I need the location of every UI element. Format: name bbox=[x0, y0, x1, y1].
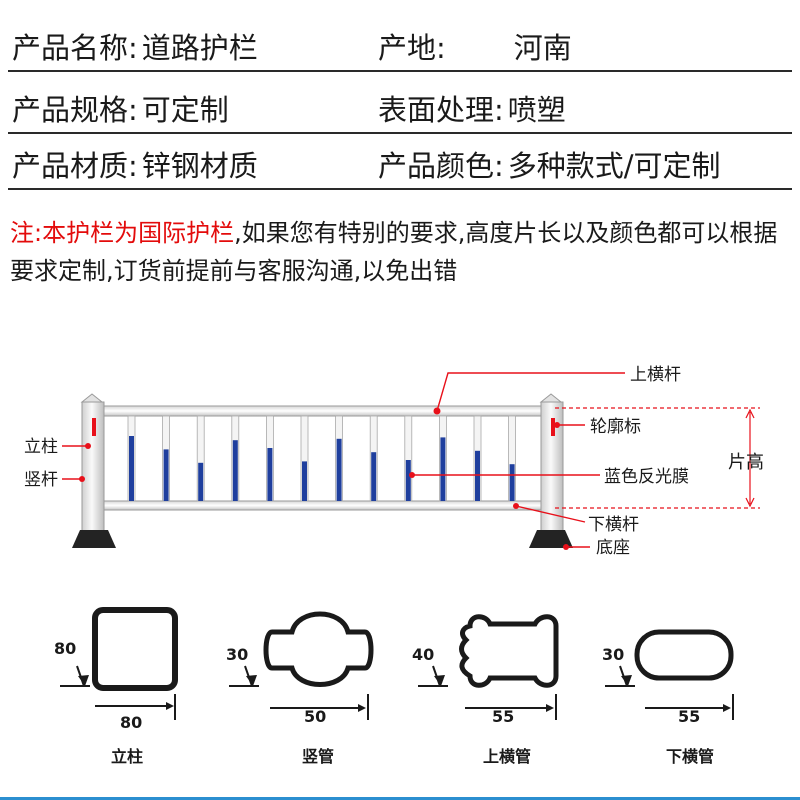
blue-reflective-film bbox=[405, 460, 411, 501]
blue-reflective-film bbox=[129, 436, 134, 501]
label-picket: 竖杆 bbox=[24, 470, 58, 490]
spec-row-3: 产品材质:锌钢材质 产品颜色:多种款式/可定制 bbox=[8, 134, 792, 190]
label-height: 片高 bbox=[728, 452, 764, 473]
notice-body: ,如果您有特别的要求,高度片长以及颜色都可以根据要求定制,订货前提前与客服沟通,… bbox=[10, 219, 778, 285]
spec-label: 产品名称: bbox=[12, 31, 138, 65]
spec-color: 产品颜色:多种款式/可定制 bbox=[378, 148, 721, 184]
label-bottom-rail: 下横杆 bbox=[588, 515, 639, 535]
blue-reflective-film bbox=[336, 438, 342, 501]
spec-finish: 表面处理:喷塑 bbox=[378, 92, 566, 128]
profile-height-top-rail: 40 bbox=[412, 645, 434, 664]
spec-value: 道路护栏 bbox=[141, 31, 258, 65]
blue-reflective-film bbox=[475, 450, 480, 501]
profile-name-top-rail: 上横管 bbox=[483, 747, 531, 766]
spec-row-2: 产品规格:可定制 表面处理:喷塑 bbox=[8, 78, 792, 134]
notice-text: 注:本护栏为国际护栏,如果您有特别的要求,高度片长以及颜色都可以根据要求定制,订… bbox=[10, 214, 790, 290]
leader-top-rail bbox=[436, 372, 625, 412]
label-reflector: 轮廓标 bbox=[590, 417, 641, 437]
right-post bbox=[529, 393, 573, 548]
label-top-rail: 上横杆 bbox=[630, 365, 681, 385]
row-divider bbox=[8, 188, 792, 190]
blue-reflective-film bbox=[267, 448, 273, 501]
profile-name-post: 立柱 bbox=[111, 747, 143, 766]
profile-width-picket: 50 bbox=[304, 707, 326, 726]
top-rail bbox=[99, 405, 549, 417]
right-reflector bbox=[551, 418, 555, 436]
row-divider bbox=[8, 132, 792, 134]
row-divider bbox=[8, 70, 792, 72]
blue-reflective-film bbox=[509, 464, 515, 501]
leader-bottom-rail bbox=[515, 505, 586, 523]
spec-label: 产品规格: bbox=[12, 93, 138, 127]
height-dimension bbox=[555, 407, 760, 509]
spec-value: 锌钢材质 bbox=[141, 149, 258, 183]
profile-width-top-rail: 55 bbox=[492, 707, 514, 726]
bottom-rail bbox=[99, 500, 549, 511]
spec-label: 产品颜色: bbox=[378, 149, 504, 183]
blue-reflective-film bbox=[163, 449, 169, 501]
spec-value: 河南 bbox=[513, 31, 572, 65]
blue-reflective-film bbox=[198, 462, 204, 501]
profile-width-post: 80 bbox=[120, 713, 142, 732]
notice-highlight: 注:本护栏为国际护栏 bbox=[10, 219, 235, 247]
profile-name-picket: 竖管 bbox=[302, 747, 334, 766]
blue-reflective-film bbox=[302, 461, 307, 501]
spec-material: 产品材质:锌钢材质 bbox=[12, 148, 258, 184]
profile-height-picket: 30 bbox=[226, 645, 248, 664]
spec-name: 产品名称:道路护栏 bbox=[12, 30, 258, 66]
left-reflector bbox=[92, 418, 96, 436]
spec-label: 表面处理: bbox=[378, 93, 504, 127]
profile-height-bottom-rail: 30 bbox=[602, 645, 624, 664]
spec-value: 多种款式/可定制 bbox=[507, 149, 721, 183]
pickets bbox=[127, 415, 517, 502]
profile-shape-bottom-rail bbox=[634, 629, 734, 681]
profile-diagrams: 80 80 30 50 40 55 30 55 立柱 竖管 上横管 下横管 bbox=[54, 607, 734, 766]
spec-value: 可定制 bbox=[141, 93, 229, 127]
spec-row-1: 产品名称:道路护栏 产地: 河南 bbox=[8, 16, 792, 72]
blue-reflective-film bbox=[371, 452, 377, 501]
left-post bbox=[72, 393, 116, 548]
profile-shape-top-rail bbox=[459, 614, 559, 688]
blue-reflective-film bbox=[232, 440, 238, 501]
profile-height-post: 80 bbox=[54, 639, 76, 658]
profile-shape-picket bbox=[263, 611, 374, 687]
profile-shape-post bbox=[92, 607, 178, 691]
guardrail-diagram: 立柱 竖杆 上横杆 轮廓标 片高 蓝色反光膜 下横杆 底座 bbox=[24, 365, 764, 558]
spec-origin: 产地: 河南 bbox=[378, 30, 572, 66]
profile-width-bottom-rail: 55 bbox=[678, 707, 700, 726]
label-blue-film: 蓝色反光膜 bbox=[604, 467, 689, 487]
bottom-accent-line bbox=[0, 797, 800, 800]
label-post: 立柱 bbox=[24, 437, 58, 457]
label-base: 底座 bbox=[596, 538, 630, 558]
spec-value: 喷塑 bbox=[507, 93, 566, 127]
spec-label: 产品材质: bbox=[12, 149, 138, 183]
blue-reflective-film bbox=[440, 437, 446, 501]
profile-name-bottom-rail: 下横管 bbox=[666, 747, 714, 766]
spec-label: 产地: bbox=[378, 31, 446, 65]
spec-size: 产品规格:可定制 bbox=[12, 92, 229, 128]
